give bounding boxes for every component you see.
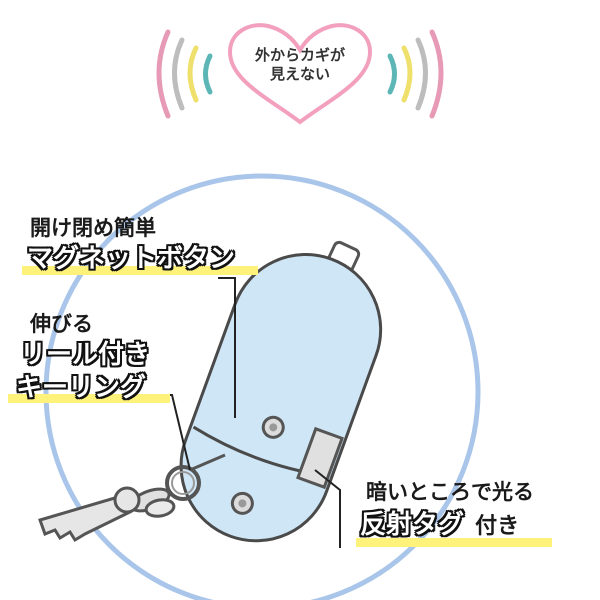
label-easy-open: 開け閉め簡単 xyxy=(30,216,156,240)
label-reflective-tag: 反射タグ xyxy=(360,510,465,540)
label-glow: 暗いところで光る xyxy=(366,480,534,504)
highlight-keyring xyxy=(8,394,170,403)
badge-line-1: 外からカギが xyxy=(254,46,345,64)
highlight-magnet xyxy=(22,266,258,275)
label-tag-row: 反射タグ 付き xyxy=(360,512,519,538)
signal-waves-left xyxy=(156,29,213,119)
label-tsuki: 付き xyxy=(475,514,520,539)
badge-line-2: 見えない xyxy=(269,64,330,83)
highlight-tag xyxy=(356,538,552,547)
label-reel: リール付き xyxy=(20,340,151,370)
keys xyxy=(38,453,226,543)
label-key-ring: キーリング xyxy=(16,373,147,403)
heart-shape xyxy=(227,23,373,125)
label-magnet-button: マグネットボタン xyxy=(27,244,236,274)
reflective-tag xyxy=(296,426,344,490)
background-circle xyxy=(43,173,481,600)
heart-badge-text: 外からカギが 見えない xyxy=(238,46,362,84)
signal-waves-right xyxy=(387,29,444,119)
label-stretch: 伸びる xyxy=(30,312,93,336)
